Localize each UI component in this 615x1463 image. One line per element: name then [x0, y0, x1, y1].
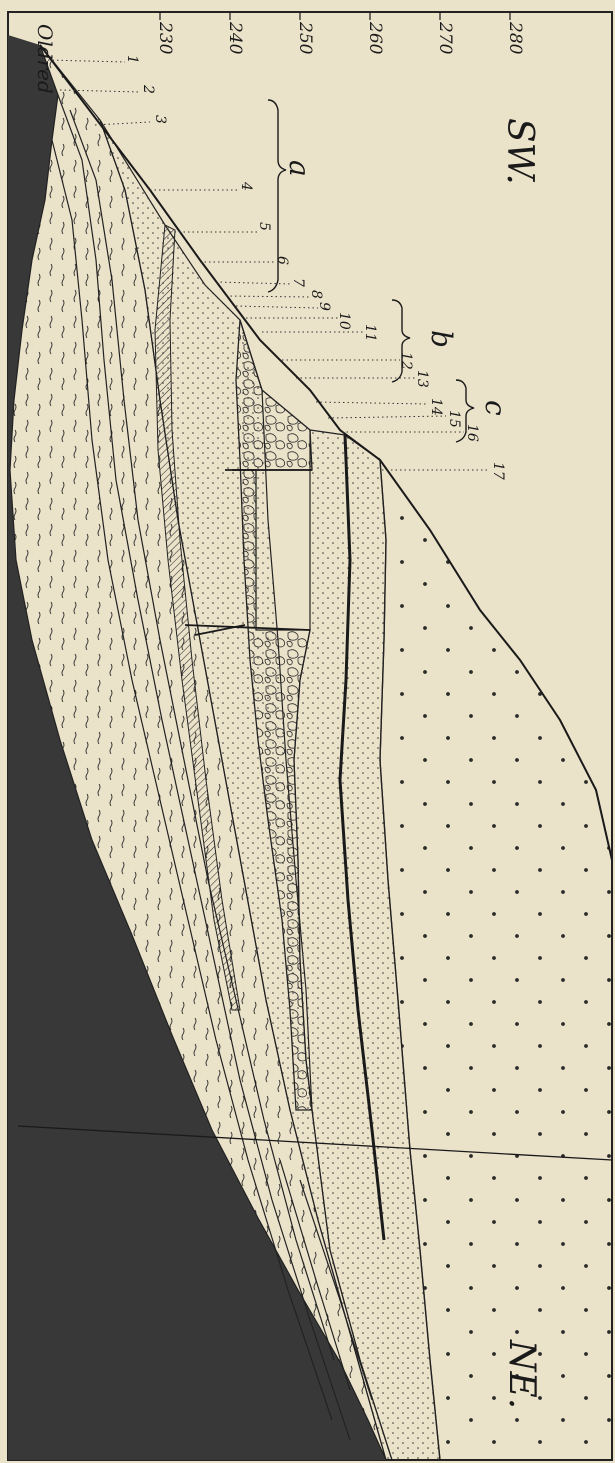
group-letter-label: c — [479, 400, 512, 416]
bed-number-label: 15 — [446, 410, 462, 428]
scale-tick-label: 250 — [295, 21, 315, 55]
bed-number-label: 13 — [414, 370, 430, 388]
scale-tick-label: 230 — [155, 21, 175, 55]
bed-number-label: 9 — [316, 302, 332, 311]
bed-number-label: 4 — [238, 181, 254, 191]
bed-number-label: 11 — [362, 324, 378, 342]
direction-ne-label: NE. — [501, 1339, 542, 1409]
scale-tick-label: 260 — [365, 21, 385, 55]
bed-number-label: 5 — [256, 222, 272, 231]
scale-tick-label: 240 — [225, 21, 245, 55]
bed-number-label: 7 — [290, 278, 306, 287]
group-letter-label: a — [283, 160, 316, 177]
bed-number-label: 17 — [490, 462, 506, 480]
scale-tick-label: 270 — [435, 21, 455, 55]
bed-number-label: 10 — [336, 312, 352, 330]
bed-number-label: 14 — [428, 398, 444, 416]
bed-number-label: 3 — [152, 115, 168, 124]
bed-number-label: 1 — [124, 55, 140, 64]
bed-number-label: 2 — [140, 84, 156, 94]
formation-label: Oldred — [33, 24, 57, 94]
bed-number-label: 6 — [274, 256, 290, 265]
bed-number-label: 12 — [398, 352, 414, 370]
group-letter-label: b — [425, 330, 458, 348]
bed-number-label: 8 — [308, 290, 324, 299]
scale-tick-label: 280 — [505, 21, 525, 55]
direction-sw-label: SW. — [499, 118, 540, 185]
